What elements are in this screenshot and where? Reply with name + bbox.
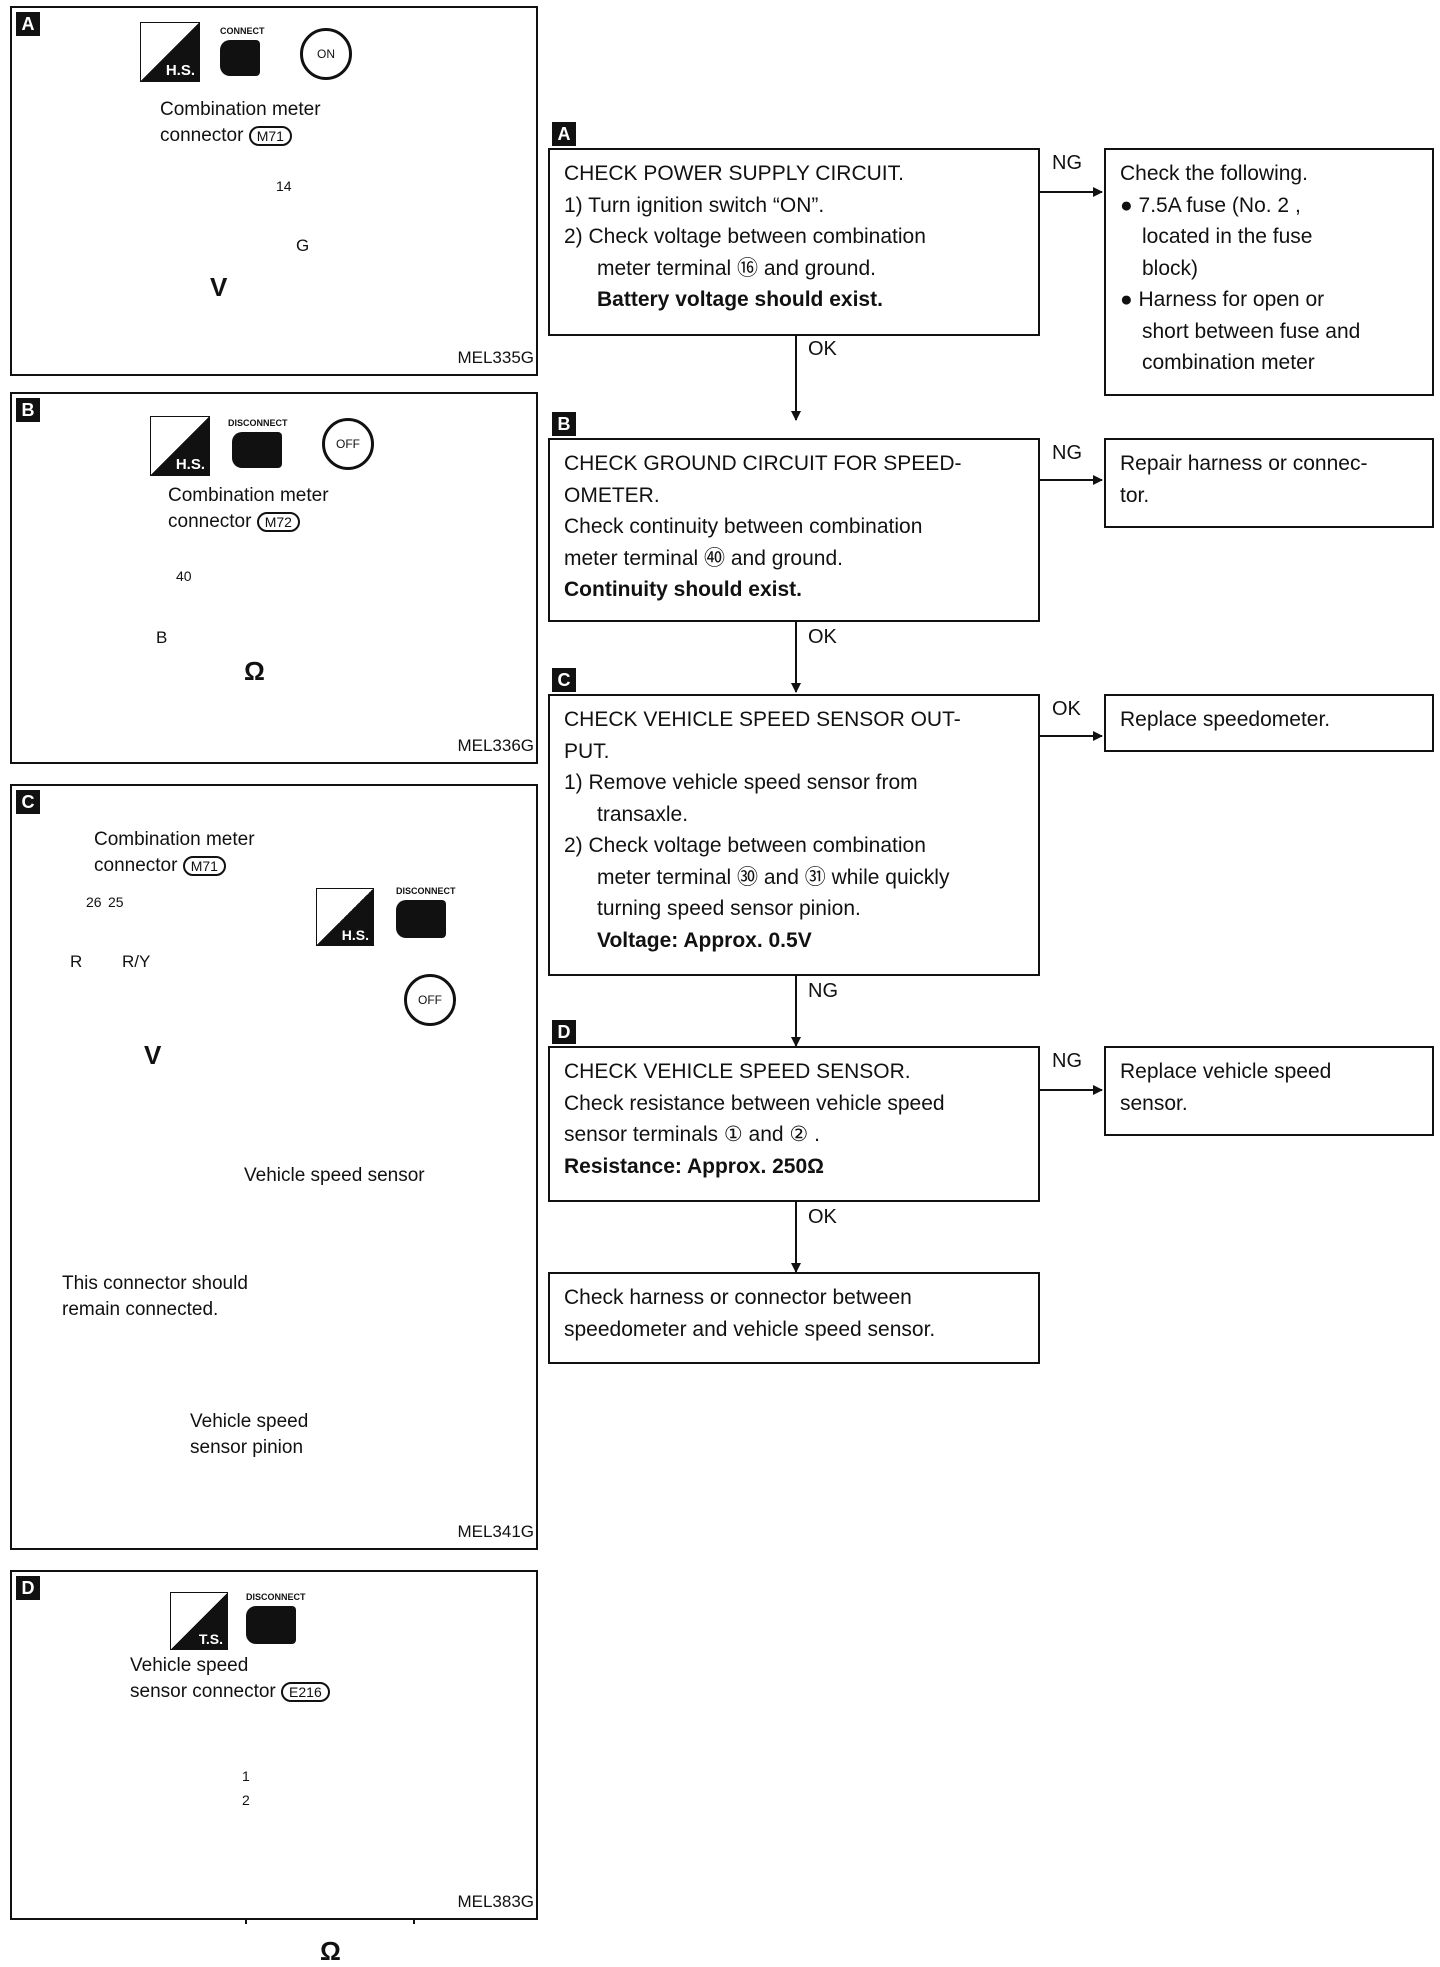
connector-label-a: Combination meter bbox=[160, 99, 321, 120]
voltmeter-symbol-a: V bbox=[210, 272, 228, 302]
connect-icon bbox=[220, 40, 260, 76]
figure-panel-a: A MEL335G bbox=[10, 6, 538, 376]
cond-a-down: OK bbox=[808, 338, 837, 360]
hs-icon: H.S. bbox=[150, 416, 210, 476]
wire-color-r: R bbox=[70, 952, 83, 971]
connect-label: CONNECT bbox=[220, 26, 265, 36]
figure-code-b: MEL336G bbox=[457, 736, 534, 755]
result-box-b: Repair harness or connec- tor. bbox=[1104, 438, 1434, 528]
figure-tag-a: A bbox=[16, 12, 40, 36]
terminal-1: 1 bbox=[242, 1768, 250, 1784]
disconnect-icon bbox=[232, 432, 282, 468]
connector-note-2: remain connected. bbox=[62, 1299, 219, 1320]
result-box-a: Check the following. ● 7.5A fuse (No. 2 … bbox=[1104, 148, 1434, 396]
figure-code-c: MEL341G bbox=[457, 1522, 534, 1541]
ignition-off-icon: OFF bbox=[404, 974, 456, 1026]
figure-panel-d: D MEL383G bbox=[10, 1570, 538, 1920]
terminal-2: 2 bbox=[242, 1792, 250, 1808]
ohmmeter-symbol-b: Ω bbox=[244, 656, 265, 686]
wire-color-g: G bbox=[296, 236, 310, 255]
disconnect-label: DISCONNECT bbox=[228, 418, 288, 428]
step-box-a: CHECK POWER SUPPLY CIRCUIT. 1) Turn igni… bbox=[548, 148, 1040, 336]
ignition-off-icon: OFF bbox=[322, 418, 374, 470]
figure-code-a: MEL335G bbox=[457, 348, 534, 367]
cond-c-down: NG bbox=[808, 980, 838, 1002]
figure-tag-d: D bbox=[16, 1576, 40, 1600]
figure-code-d: MEL383G bbox=[457, 1892, 534, 1911]
sensor-label: Vehicle speed sensor bbox=[244, 1165, 425, 1186]
step-tag-b: B bbox=[552, 412, 576, 436]
cond-d-side: NG bbox=[1052, 1050, 1082, 1072]
cond-d-down: OK bbox=[808, 1206, 837, 1228]
figure-panel-c: C MEL341G bbox=[10, 784, 538, 1550]
step-box-c: CHECK VEHICLE SPEED SENSOR OUT- PUT. 1) … bbox=[548, 694, 1040, 976]
connector-label-a-2: connector M71 bbox=[160, 122, 292, 150]
disconnect-icon bbox=[396, 900, 446, 938]
connector-label-d: Vehicle speed bbox=[130, 1655, 249, 1676]
flowchart-connectors bbox=[791, 187, 1103, 1273]
ignition-on-icon: ON bbox=[300, 28, 352, 80]
ohmmeter-symbol-d: Ω bbox=[320, 1936, 341, 1966]
result-box-c: Replace speedometer. bbox=[1104, 694, 1434, 752]
connector-label-c-2: connector M71 bbox=[94, 852, 226, 880]
cond-b-down: OK bbox=[808, 626, 837, 648]
disconnect-icon bbox=[246, 1606, 296, 1644]
figure-tag-b: B bbox=[16, 398, 40, 422]
connector-label-b: Combination meter bbox=[168, 485, 329, 506]
connector-label-b-2: connector M72 bbox=[168, 508, 300, 536]
step-box-b: CHECK GROUND CIRCUIT FOR SPEED- OMETER. … bbox=[548, 438, 1040, 622]
voltmeter-symbol-c: V bbox=[144, 1040, 162, 1070]
terminal-14: 14 bbox=[276, 178, 292, 194]
step-box-d: CHECK VEHICLE SPEED SENSOR. Check resist… bbox=[548, 1046, 1040, 1202]
terminal-26: 26 bbox=[86, 894, 102, 910]
connector-label-d-2: sensor connector E216 bbox=[130, 1678, 330, 1706]
final-box: Check harness or connector between speed… bbox=[548, 1272, 1040, 1364]
cond-c-side: OK bbox=[1052, 698, 1081, 720]
connector-label-c: Combination meter bbox=[94, 829, 255, 850]
terminal-25: 25 bbox=[108, 894, 124, 910]
terminal-40: 40 bbox=[176, 568, 192, 584]
pinion-label-2: sensor pinion bbox=[190, 1437, 304, 1458]
hs-icon: H.S. bbox=[316, 888, 374, 946]
wire-color-b: B bbox=[156, 628, 168, 647]
disconnect-label: DISCONNECT bbox=[246, 1592, 306, 1602]
hs-icon: H.S. bbox=[140, 22, 200, 82]
step-tag-a: A bbox=[552, 122, 576, 146]
ts-icon: T.S. bbox=[170, 1592, 228, 1650]
wire-color-ry: R/Y bbox=[122, 952, 151, 971]
connector-note-1: This connector should bbox=[62, 1273, 248, 1294]
result-box-d: Replace vehicle speed sensor. bbox=[1104, 1046, 1434, 1136]
step-tag-d: D bbox=[552, 1020, 576, 1044]
step-tag-c: C bbox=[552, 668, 576, 692]
pinion-label-1: Vehicle speed bbox=[190, 1411, 309, 1432]
cond-a-side: NG bbox=[1052, 152, 1082, 174]
figure-tag-c: C bbox=[16, 790, 40, 814]
disconnect-label: DISCONNECT bbox=[396, 886, 456, 896]
cond-b-side: NG bbox=[1052, 442, 1082, 464]
